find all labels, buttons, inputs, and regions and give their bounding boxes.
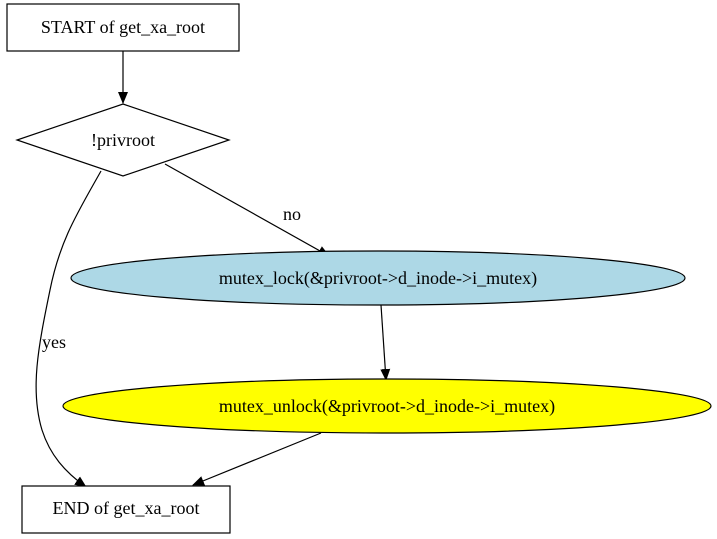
mutex-lock-ellipse [70, 250, 686, 306]
edge-decision-to-end [35, 170, 102, 488]
decision-label: !privroot [91, 130, 155, 150]
mutex-lock-node: mutex_lock(&privroot->d_inode->i_mutex) [70, 250, 686, 306]
edge-decision-to-lock [164, 163, 330, 257]
start-node: START of get_xa_root [6, 3, 240, 52]
edge-lock-to-unlock [380, 304, 391, 381]
edge-label-no: no [283, 204, 301, 224]
end-node: END of get_xa_root [21, 485, 231, 534]
mutex-unlock-node: mutex_unlock(&privroot->d_inode->i_mutex… [62, 378, 712, 434]
edge-label-yes: yes [42, 332, 66, 352]
edge-unlock-to-end [192, 432, 322, 486]
start-label: START of get_xa_root [41, 17, 205, 37]
mutex-lock-label: mutex_lock(&privroot->d_inode->i_mutex) [219, 268, 537, 289]
mutex-unlock-label: mutex_unlock(&privroot->d_inode->i_mutex… [219, 396, 555, 417]
end-label: END of get_xa_root [53, 498, 200, 518]
mutex-unlock-ellipse [62, 378, 712, 434]
decision-node: !privroot [15, 103, 231, 177]
